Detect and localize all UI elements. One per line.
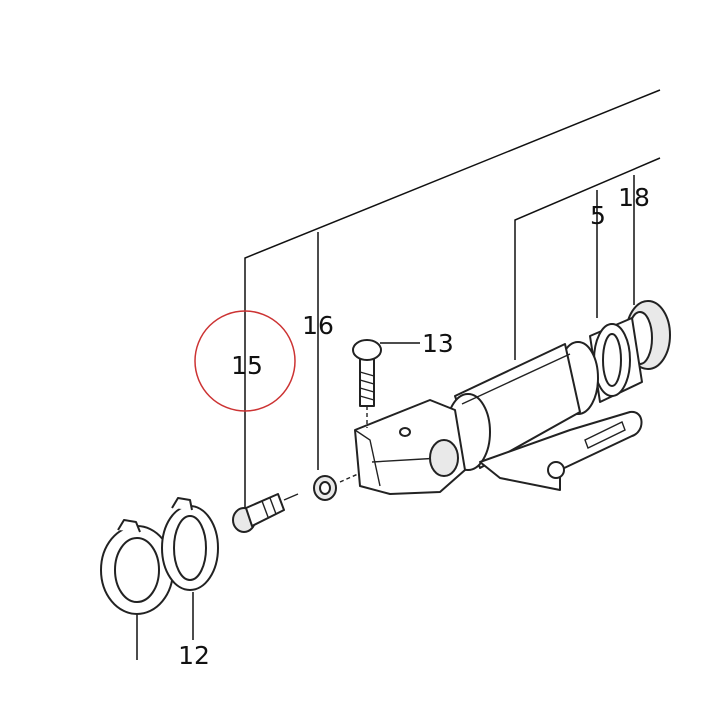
bolt-13 <box>352 339 382 428</box>
ring-5-inner <box>602 333 622 387</box>
leader-line-group <box>514 157 661 360</box>
clamp-12-inner <box>173 515 207 581</box>
hose-clamps <box>100 497 219 615</box>
label-12: 12 <box>178 641 210 670</box>
leader-lines <box>136 89 661 660</box>
leader-line-15 <box>244 89 661 508</box>
clevis-pin-hole <box>429 439 459 477</box>
bolt-head <box>352 339 382 361</box>
bracket-slot <box>584 421 626 449</box>
highlight-circle <box>194 310 296 412</box>
label-5: 5 <box>590 201 606 230</box>
bracket-hole <box>547 461 565 479</box>
cylinder-assembly <box>354 300 671 495</box>
screw-15 <box>232 493 299 533</box>
label-13: 13 <box>422 329 454 358</box>
clamp-11-inner <box>114 537 160 603</box>
label-16: 16 <box>302 311 334 340</box>
label-18: 18 <box>618 183 650 212</box>
label-15: 15 <box>231 351 263 380</box>
washer-16 <box>313 473 359 501</box>
